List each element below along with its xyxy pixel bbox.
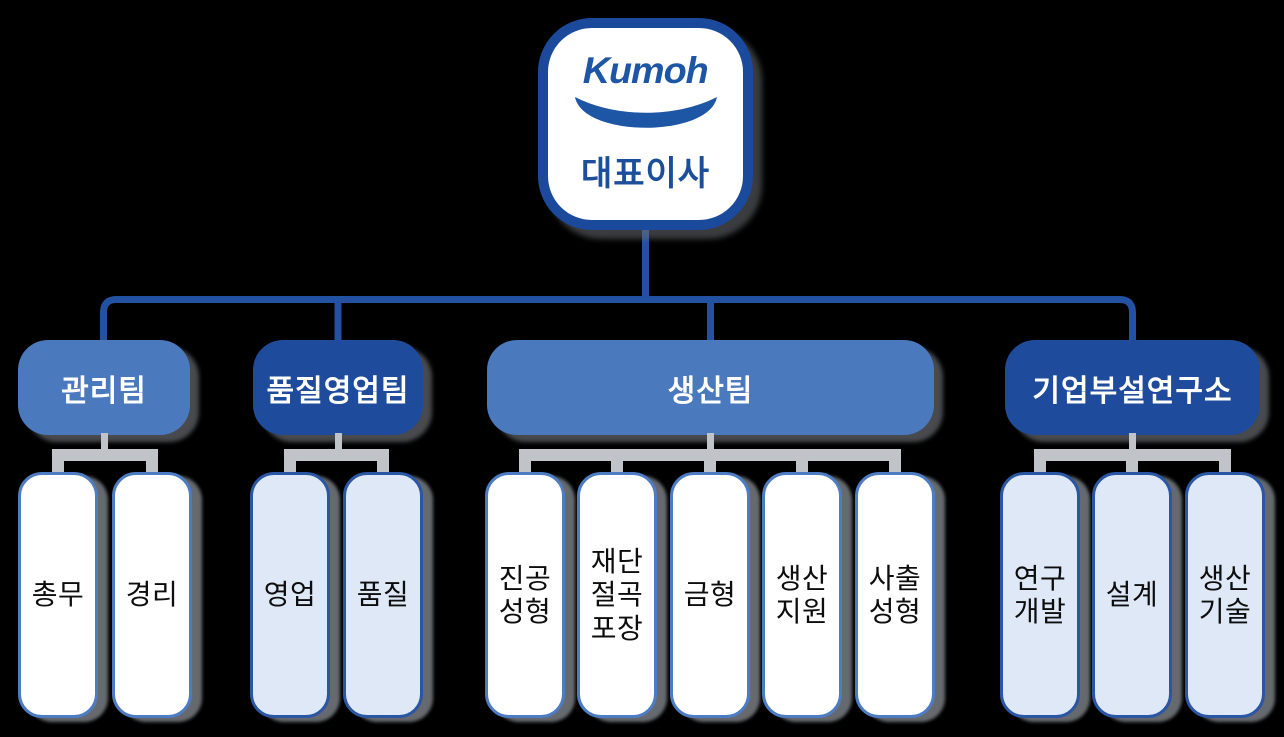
connector-drop	[146, 461, 158, 474]
connector-bar	[519, 449, 901, 461]
unit-label: 설계	[1105, 579, 1159, 611]
connector-drop	[704, 461, 716, 474]
unit-box-production-0: 진공 성형	[485, 472, 565, 718]
connector-bar	[284, 449, 389, 461]
unit-box-production-2: 금형	[670, 472, 750, 718]
dept-box-management: 관리팀	[18, 340, 190, 435]
unit-label: 영업	[263, 579, 317, 611]
unit-box-production-3: 생산 지원	[762, 472, 842, 718]
connector-drop	[1219, 461, 1231, 474]
dept-box-quality-sales: 품질영업팀	[253, 340, 423, 435]
dept-label: 관리팀	[61, 374, 147, 408]
kumoh-logo-text: Kumoh	[583, 50, 709, 91]
connector-drop	[796, 461, 808, 474]
connector-drop	[1126, 461, 1138, 474]
unit-label: 경리	[125, 579, 179, 611]
unit-label: 총무	[31, 579, 85, 611]
unit-label: 진공 성형	[498, 562, 552, 627]
dept-box-research: 기업부설연구소	[1005, 340, 1260, 435]
connector-drop	[519, 461, 531, 474]
kumoh-logo-crescent-icon	[574, 97, 717, 128]
unit-label: 연구 개발	[1013, 562, 1067, 627]
connector-drop	[1034, 461, 1046, 474]
connector-stem	[1129, 433, 1136, 450]
unit-box-production-1: 재단 절곡 포장	[577, 472, 657, 718]
unit-box-management-1: 경리	[112, 472, 192, 718]
unit-label: 품질	[356, 579, 410, 611]
connector-stem	[707, 433, 714, 450]
connector-drop	[889, 461, 901, 474]
unit-label: 금형	[683, 579, 737, 611]
dept-label: 품질영업팀	[266, 374, 410, 408]
unit-label: 사출 성형	[868, 562, 922, 627]
dept-box-production: 생산팀	[487, 340, 934, 435]
connector-bar	[52, 449, 158, 461]
connector-stem	[100, 433, 108, 450]
connector-drop	[377, 461, 389, 474]
connector-drop	[611, 461, 623, 474]
unit-label: 재단 절곡 포장	[590, 546, 644, 644]
unit-box-management-0: 총무	[18, 472, 98, 718]
connector-bar	[1034, 449, 1231, 461]
unit-box-quality-sales-0: 영업	[250, 472, 330, 718]
connector-stem	[334, 433, 342, 450]
unit-label: 생산 기술	[1198, 562, 1252, 627]
unit-label: 생산 지원	[775, 562, 829, 627]
unit-box-research-1: 설계	[1092, 472, 1172, 718]
unit-box-production-4: 사출 성형	[855, 472, 935, 718]
unit-box-research-0: 연구 개발	[1000, 472, 1080, 718]
dept-label: 생산팀	[667, 374, 754, 408]
connector-drop	[284, 461, 296, 474]
ceo-node: Kumoh 대표이사	[538, 18, 753, 230]
dept-label: 기업부설연구소	[1032, 374, 1233, 408]
ceo-title: 대표이사	[580, 155, 711, 193]
connector-drop	[52, 461, 64, 474]
unit-box-research-2: 생산 기술	[1185, 472, 1265, 718]
unit-box-quality-sales-1: 품질	[343, 472, 423, 718]
